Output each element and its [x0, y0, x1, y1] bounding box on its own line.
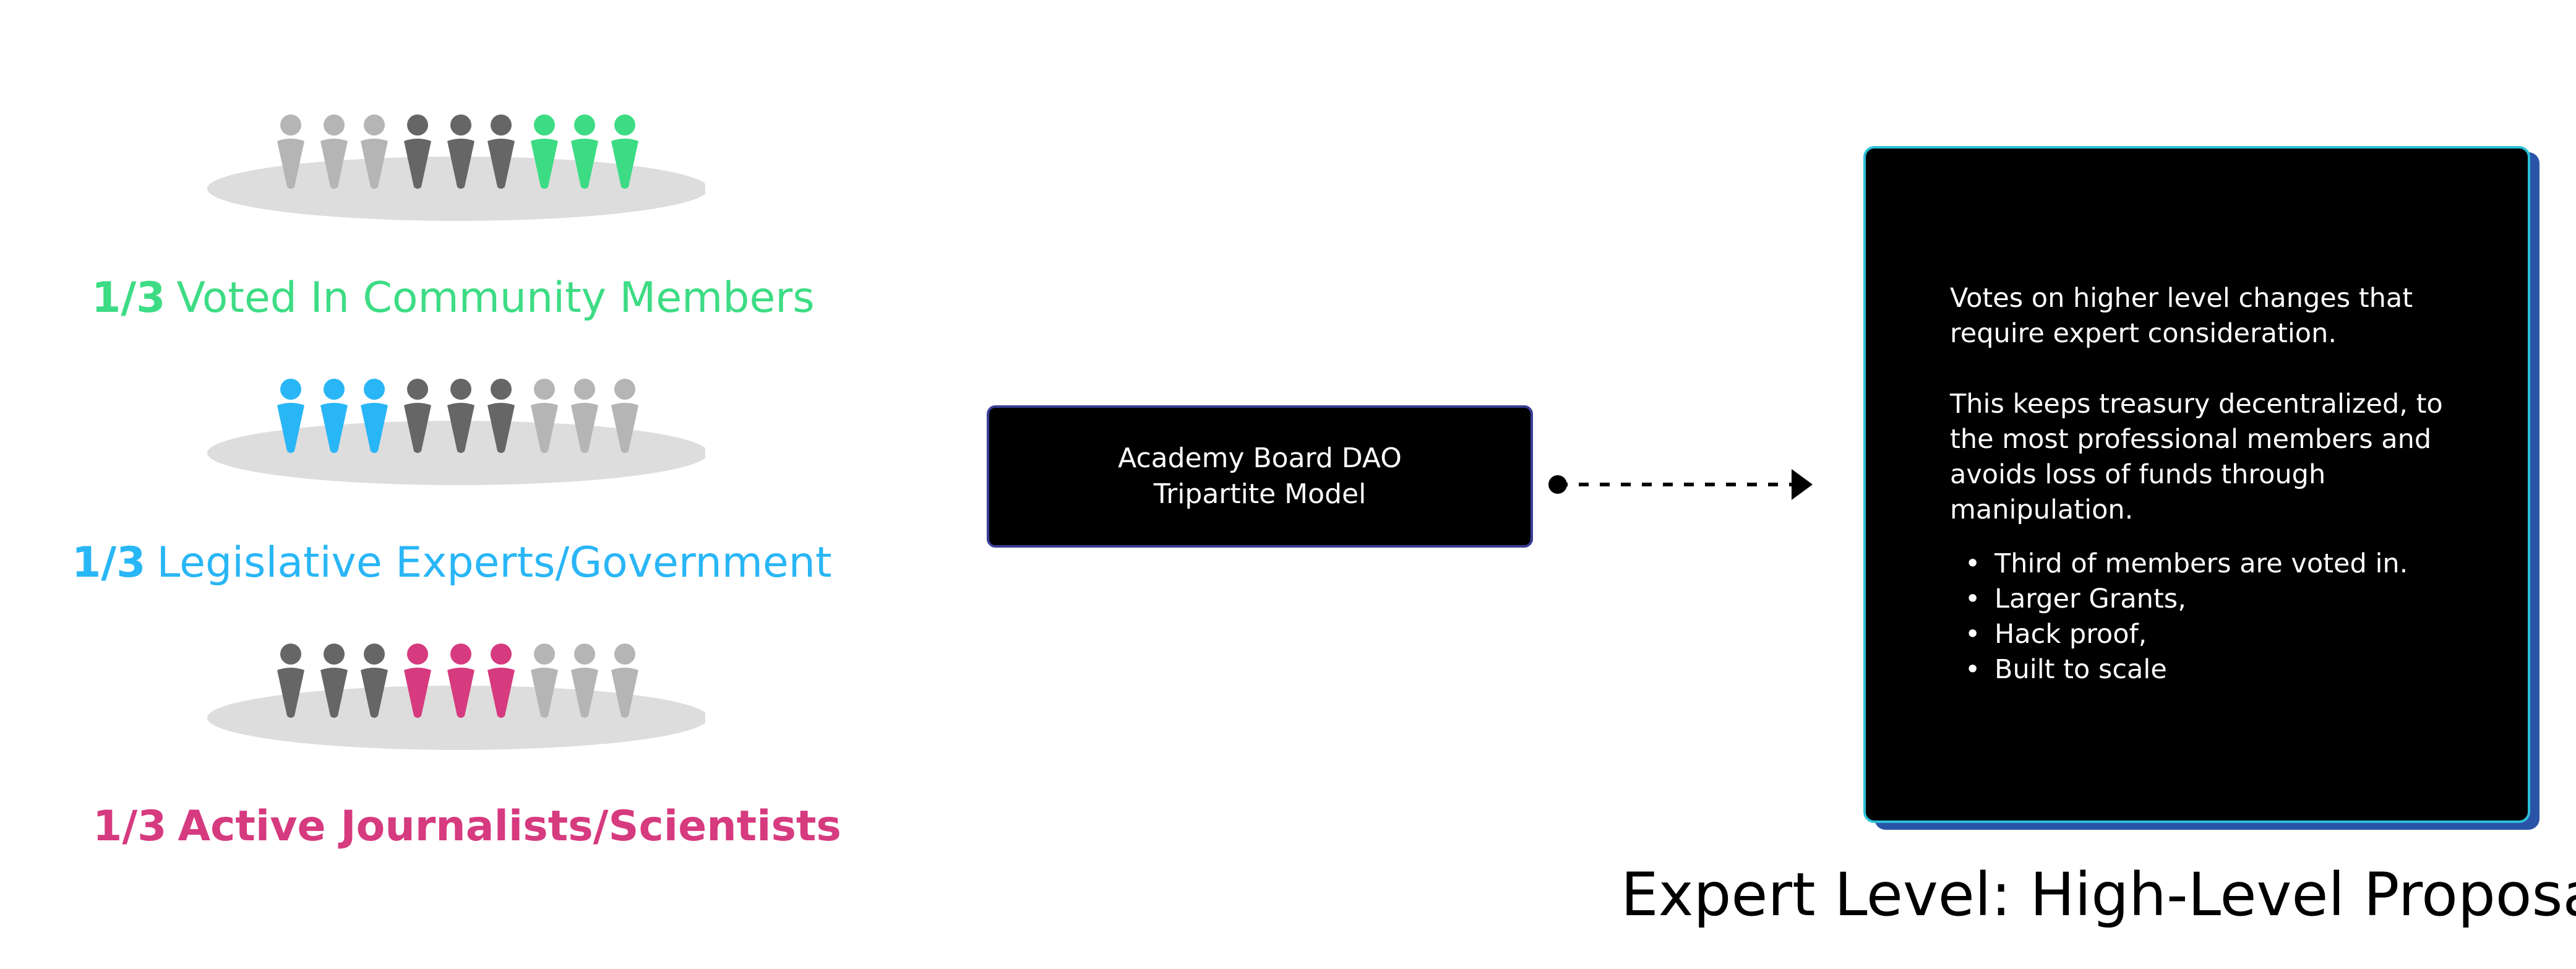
- info-para2-line2: the most professional members and: [1950, 424, 2432, 455]
- dao-box-title: Academy Board DAO: [1118, 442, 1402, 474]
- info-paragraph-1: Votes on higher level changes that requi…: [1950, 281, 2482, 351]
- bullet-item: • Larger Grants,: [1950, 582, 2482, 617]
- info-para2-line1: This keeps treasury decentralized, to: [1950, 389, 2443, 420]
- bullet-text: Third of members are voted in.: [1994, 548, 2408, 579]
- person-icon: [571, 114, 598, 189]
- person-icon: [447, 379, 474, 453]
- person-icon: [404, 644, 431, 718]
- person-icon: [404, 114, 431, 189]
- community-members-text: Voted In Community Members: [176, 273, 815, 322]
- bullet-dot-icon: •: [1965, 654, 1981, 685]
- person-icon: [277, 379, 304, 453]
- member-group-journalists: [198, 634, 705, 758]
- journalists-scientists-text: Active Journalists/Scientists: [178, 802, 841, 851]
- info-bullet-list: • Third of members are voted in. • Larger …: [1950, 546, 2482, 687]
- person-icon: [531, 114, 558, 189]
- dao-box-subtitle: Tripartite Model: [1153, 478, 1367, 510]
- person-icon: [361, 379, 388, 453]
- bullet-text: Larger Grants,: [1994, 584, 2186, 614]
- person-icon: [531, 644, 558, 718]
- legislative-experts-figures: [207, 379, 705, 485]
- journalists-scientists-fraction: 1/3: [93, 802, 167, 851]
- bullet-dot-icon: •: [1965, 619, 1981, 650]
- person-icon: [277, 644, 304, 718]
- person-icon: [447, 114, 474, 189]
- academy-board-dao-box: Academy Board DAO Tripartite Model: [987, 405, 1533, 548]
- member-group-community: [198, 105, 705, 229]
- info-para2-line3: avoids loss of funds through: [1950, 459, 2326, 490]
- person-icon: [611, 644, 638, 718]
- person-icon: [404, 379, 431, 453]
- bullet-item: • Third of members are voted in.: [1950, 546, 2482, 582]
- expert-level-caption: Expert Level: High-Level Proposals: [1621, 860, 2576, 929]
- person-icon: [361, 644, 388, 718]
- person-icon: [277, 114, 304, 189]
- member-group-legislative: [198, 369, 705, 493]
- person-icon: [487, 644, 515, 718]
- journalists-scientists-figures: [207, 644, 705, 750]
- person-icon: [320, 114, 348, 189]
- info-para1-line2: require expert consideration.: [1950, 318, 2337, 349]
- info-para2-line4: manipulation.: [1950, 494, 2134, 525]
- info-para1-line1: Votes on higher level changes that: [1950, 283, 2413, 314]
- bullet-dot-icon: •: [1965, 584, 1981, 614]
- legislative-experts-text: Legislative Experts/Government: [157, 538, 832, 587]
- community-members-figures: [207, 114, 705, 221]
- person-icon: [487, 114, 515, 189]
- info-paragraph-2: This keeps treasury decentralized, to th…: [1950, 387, 2482, 528]
- person-icon: [531, 379, 558, 453]
- person-icon: [571, 379, 598, 453]
- bullet-text: Built to scale: [1994, 654, 2167, 685]
- info-box-content: Votes on higher level changes that requi…: [1950, 281, 2482, 687]
- legislative-experts-fraction: 1/3: [72, 538, 146, 587]
- person-icon: [320, 379, 348, 453]
- dotted-arrow-icon: [1548, 469, 1813, 500]
- community-members-fraction: 1/3: [92, 273, 166, 322]
- person-icon: [611, 379, 638, 453]
- bullet-dot-icon: •: [1965, 548, 1981, 579]
- person-icon: [320, 644, 348, 718]
- expert-level-info-box: Votes on higher level changes that requi…: [1863, 146, 2530, 823]
- person-icon: [611, 114, 638, 189]
- bullet-item: • Hack proof,: [1950, 617, 2482, 652]
- bullet-text: Hack proof,: [1994, 619, 2147, 650]
- person-icon: [361, 114, 388, 189]
- person-icon: [447, 644, 474, 718]
- person-icon: [571, 644, 598, 718]
- bullet-item: • Built to scale: [1950, 652, 2482, 687]
- person-icon: [487, 379, 515, 453]
